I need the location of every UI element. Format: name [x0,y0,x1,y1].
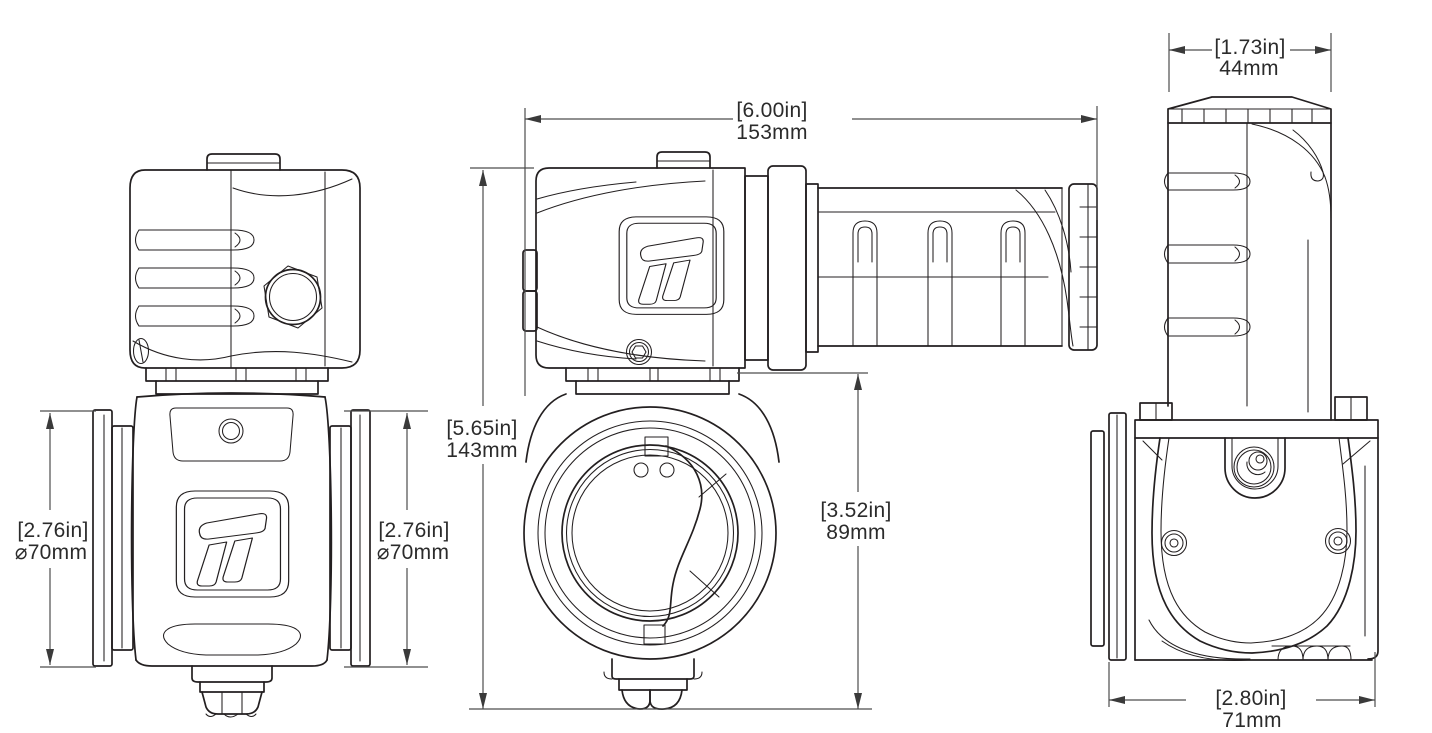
end-bottom-nut [1271,645,1352,661]
dim-cap-width-mm: 44mm [1219,57,1279,80]
dim-body-height: [3.52in] 89mm [737,372,891,709]
valve-bore [523,393,780,660]
dim-body-width-mm: 71mm [1222,709,1282,732]
dim-body-height-in: [3.52in] [820,499,891,522]
dim-side-od-left: [2.76in] ⌀70mm [15,410,96,668]
end-cap [1167,96,1332,124]
end-view [1090,96,1379,661]
dim-overall-length: [6.00in] 153mm [524,99,1098,396]
dim-body-width: [2.80in] 71mm [1108,652,1376,732]
dim-overall-height: [5.65in] 143mm [446,167,872,710]
dim-overall-length-mm: 153mm [736,121,808,144]
dim-side-od-right-mm: ⌀70mm [377,541,450,564]
dim-body-width-in: [2.80in] [1215,687,1286,710]
front-bottom-nut [603,658,703,710]
end-rib-slots [1163,172,1251,337]
dim-side-od-right-in: [2.76in] [378,519,449,542]
dim-side-od-left-in: [2.76in] [17,519,88,542]
face-screw-left [1160,529,1188,557]
face-screw-right [1324,527,1352,555]
turbosmart-logo [618,216,725,315]
front-view [522,151,1098,710]
dim-overall-height-in: [5.65in] [446,417,517,440]
dim-cap-width-in: [1.73in] [1214,36,1285,59]
dim-overall-height-mm: 143mm [446,439,518,462]
dim-side-od-left-mm: ⌀70mm [15,541,88,564]
side-rib-slots [134,229,255,327]
side-bottom-nut [191,665,273,718]
turbosmart-logo [175,490,290,598]
screw-slot [132,337,150,365]
vacuum-port [263,265,323,329]
dim-cap-width: [1.73in] 44mm [1168,33,1332,92]
end-top-boss [1224,437,1286,499]
dim-overall-length-in: [6.00in] [736,99,807,122]
horn-barrel [744,165,1098,371]
side-flanges [92,409,371,667]
dim-body-height-mm: 89mm [826,521,886,544]
hex-set-screw [625,338,653,366]
dim-side-od-right: [2.76in] ⌀70mm [344,410,450,668]
side-view [92,153,371,718]
